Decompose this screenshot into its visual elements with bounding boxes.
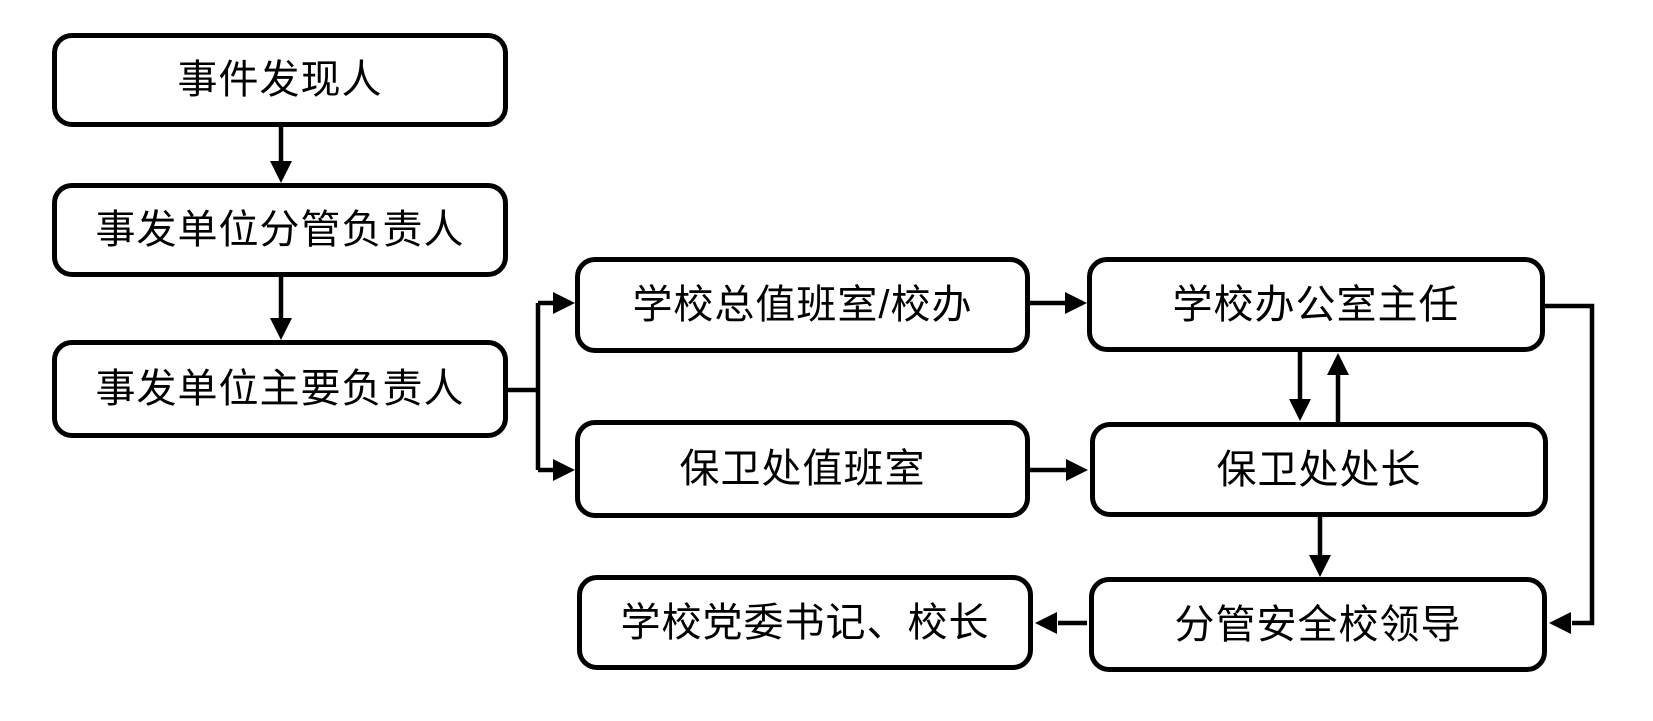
node-party-secretary-principal: 学校党委书记、校长 bbox=[577, 575, 1033, 670]
edge-security-chief-to-school-office-director-up-arrow bbox=[1327, 353, 1349, 422]
node-security-chief: 保卫处处长 bbox=[1090, 422, 1548, 517]
node-unit-deputy-leader-label: 事发单位分管负责人 bbox=[95, 208, 465, 252]
node-unit-main-leader-label: 事发单位主要负责人 bbox=[95, 367, 465, 411]
edge-safety-leader-to-party-secretary-principal-arrow bbox=[1035, 612, 1087, 634]
node-unit-deputy-leader: 事发单位分管负责人 bbox=[52, 183, 508, 277]
edge-unit-deputy-leader-to-unit-main-leader-arrow bbox=[270, 277, 292, 340]
node-school-duty-office: 学校总值班室/校办 bbox=[575, 257, 1030, 353]
edge-unit-main-leader-branch bbox=[508, 292, 575, 481]
edge-incident-discoverer-to-unit-deputy-leader-arrow bbox=[270, 127, 292, 183]
node-security-chief-label: 保卫处处长 bbox=[1216, 447, 1422, 492]
node-security-duty-room-label: 保卫处值班室 bbox=[679, 447, 926, 491]
node-unit-main-leader: 事发单位主要负责人 bbox=[52, 340, 508, 438]
node-incident-discoverer-label: 事件发现人 bbox=[177, 58, 383, 102]
node-security-duty-room: 保卫处值班室 bbox=[575, 420, 1030, 518]
edge-security-chief-to-safety-leader-arrow bbox=[1309, 517, 1331, 577]
node-incident-discoverer: 事件发现人 bbox=[52, 33, 508, 127]
edge-school-office-director-to-security-chief-down-arrow bbox=[1289, 352, 1311, 421]
node-school-duty-office-label: 学校总值班室/校办 bbox=[632, 283, 973, 327]
node-school-office-director-label: 学校办公室主任 bbox=[1172, 282, 1460, 327]
node-safety-leader: 分管安全校领导 bbox=[1089, 577, 1547, 672]
edge-security-duty-room-to-security-chief-arrow bbox=[1030, 459, 1088, 481]
edge-school-duty-office-to-school-office-director-arrow bbox=[1030, 292, 1087, 314]
edge-school-office-director-to-safety-leader-route bbox=[1545, 303, 1595, 634]
node-school-office-director: 学校办公室主任 bbox=[1087, 257, 1545, 352]
node-safety-leader-label: 分管安全校领导 bbox=[1174, 602, 1462, 647]
node-party-secretary-principal-label: 学校党委书记、校长 bbox=[620, 600, 990, 645]
